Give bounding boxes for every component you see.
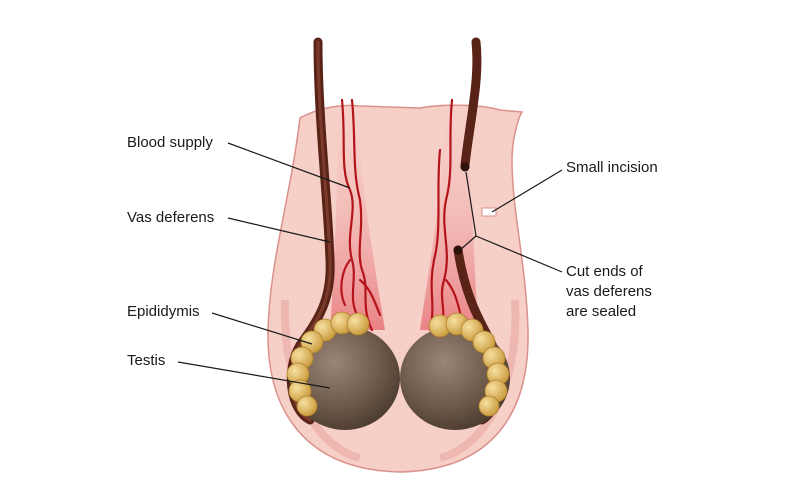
label-epididymis: Epididymis <box>127 303 200 320</box>
label-testis: Testis <box>127 352 166 369</box>
leader-small-incision <box>491 169 563 213</box>
leader-epididymis <box>211 312 313 345</box>
testis-left <box>290 326 400 430</box>
epididymis-left <box>286 311 370 417</box>
label-vas-deferens: Vas deferens <box>127 209 215 226</box>
epididymis-right <box>428 312 510 417</box>
leader-vas-deferens <box>227 217 331 243</box>
label-small-incision: Small incision <box>566 159 658 176</box>
blood-vessels <box>340 98 464 332</box>
leader-testis <box>177 361 331 389</box>
label-cut-ends-line-3: are sealed <box>566 303 637 320</box>
leader-lines <box>177 142 563 389</box>
label-cut-ends: Cut ends of vas deferens are sealed <box>566 262 652 322</box>
leader-blood-supply <box>227 142 351 189</box>
label-cut-ends-line-2: vas deferens <box>566 283 652 300</box>
label-cut-ends-line-1: Cut ends of <box>566 263 643 280</box>
vas-deferens-right-upper <box>460 37 482 172</box>
label-blood-supply: Blood supply <box>127 134 213 151</box>
